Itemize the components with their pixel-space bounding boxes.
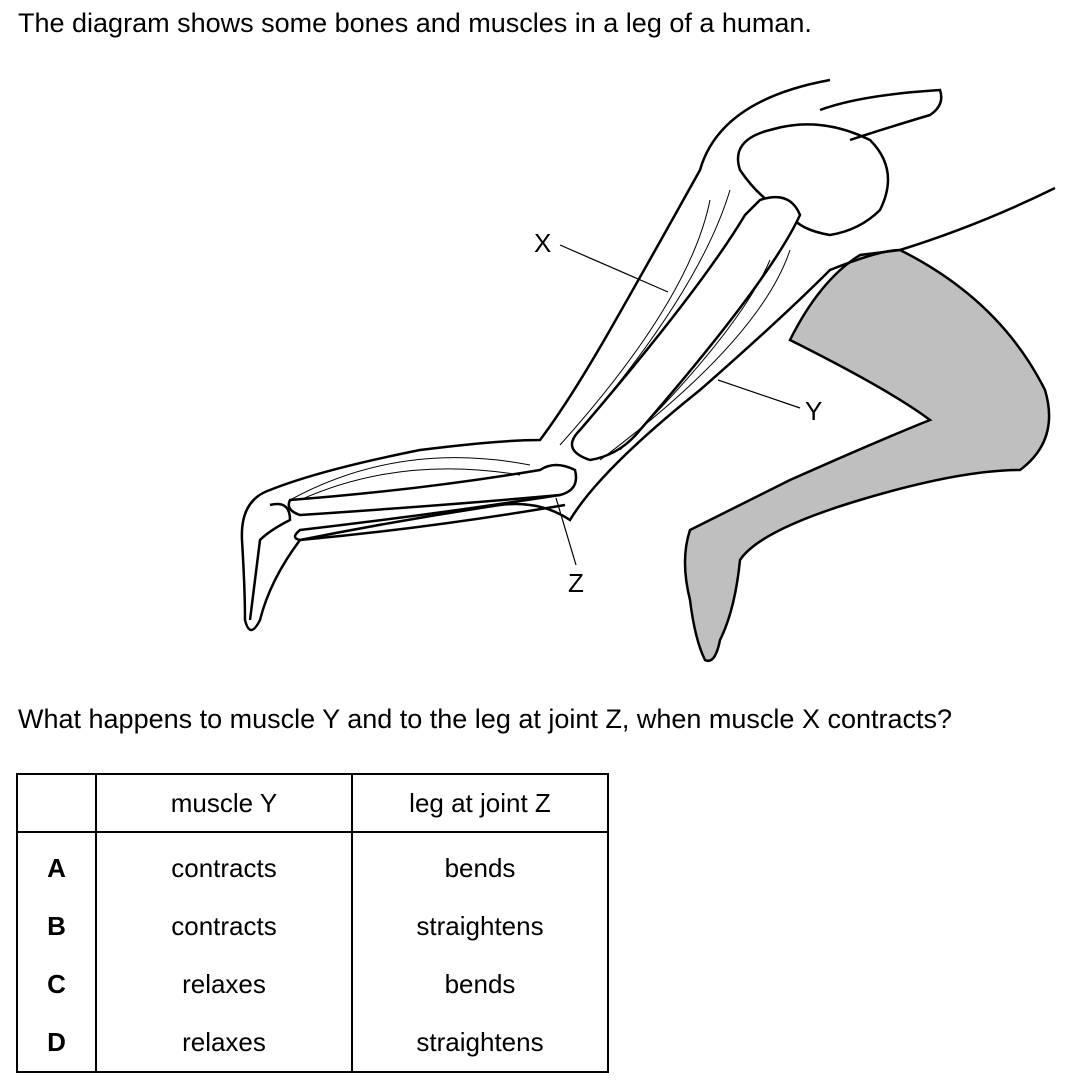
table-row[interactable]: C relaxes bends [16,955,609,1013]
label-y: Y [805,396,822,426]
intro-text: The diagram shows some bones and muscles… [18,8,812,38]
table-header-row: muscle Y leg at joint Z [16,774,609,833]
header-muscle-y: muscle Y [95,774,353,833]
muscle-x [559,189,731,446]
femur-bone [570,195,802,462]
header-leg: leg at joint Z [351,774,609,833]
table-row[interactable]: A contracts bends [16,832,609,897]
pointer-y [717,379,801,409]
muscle-y-cell: contracts [95,832,353,897]
leg-diagram: X Y Z [240,78,1056,663]
table-row[interactable]: D relaxes straightens [16,1013,609,1072]
fibula-bone [293,493,566,542]
label-z: Z [568,568,584,598]
header-blank [16,774,97,833]
option-label: A [16,832,97,897]
pointer-z [555,497,577,566]
label-x: X [534,228,551,258]
muscle-y-cell: contracts [95,897,353,955]
answer-table: muscle Y leg at joint Z A contracts bend… [16,773,609,1073]
muscle-y-cell: relaxes [95,1013,353,1072]
muscle-y [599,249,791,461]
table-row[interactable]: B contracts straightens [16,897,609,955]
muscle-y-cell: relaxes [95,955,353,1013]
option-label: C [16,955,97,1013]
other-leg [683,248,1051,663]
foot-bones [248,502,292,621]
pointer-x [559,244,669,293]
question-text: What happens to muscle Y and to the leg … [18,704,953,734]
leg-cell: bends [351,832,609,897]
option-label: B [16,897,97,955]
tibia-bone [287,463,578,517]
leg-cell: straightens [351,1013,609,1072]
body-outline [240,78,1056,632]
calf-muscle [289,457,531,501]
leg-cell: straightens [351,897,609,955]
spine [819,88,943,142]
leg-cell: bends [351,955,609,1013]
option-label: D [16,1013,97,1072]
